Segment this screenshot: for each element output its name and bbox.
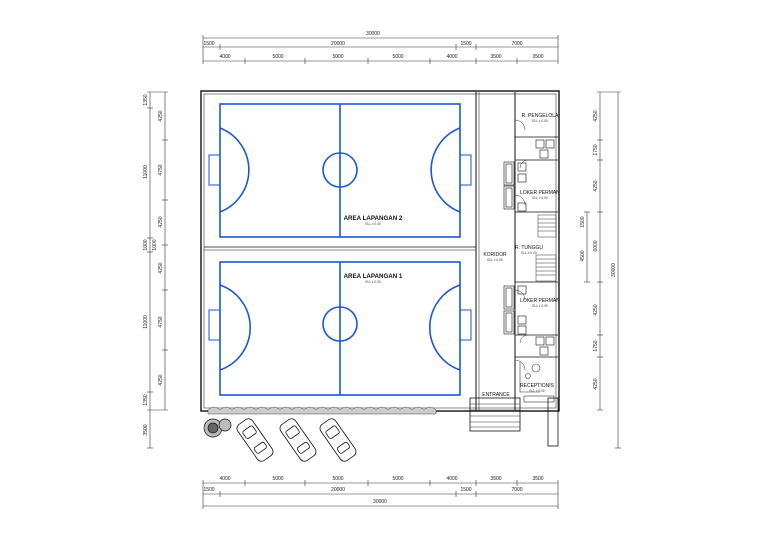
dim-left-outer-e: 1350 [143,394,149,405]
dim-left-outer-b: 11000 [143,165,149,179]
dim-right-inner-g: 4250 [593,378,599,389]
koridor-elevation: ELL ± 0.00 [487,258,503,262]
dim-top-row1-b: 20000 [331,41,345,47]
dim-top-total: 30000 [366,31,380,37]
dim-bottom-row1-a: 4000 [219,476,230,482]
car-1-icon [236,418,274,462]
dim-left-outer-c: 1000 [143,239,149,250]
room-loker-bottom-label: LOKER PERMAN [520,298,560,304]
dim-bottom-row1-b: 5000 [272,476,283,482]
dim-top-row2-f: 3500 [490,54,501,60]
room-receptionis-elevation: ELL ± 0.00 [529,389,545,393]
dim-top-row2-b: 5000 [272,54,283,60]
dim-bottom-row2-b: 20000 [331,487,345,493]
dim-bottom-total: 30000 [373,499,387,505]
court-1-elevation: ELL ± 0.00 [365,280,381,284]
dim-bottom-row1-c: 5000 [332,476,343,482]
dim-bottom-row1-g: 3500 [532,476,543,482]
room-loker-top-elevation: ELL ± 0.00 [532,196,548,200]
dim-left-inner-f: 4250 [158,374,164,385]
court-2-label: AREA LAPANGAN 2 [344,215,403,222]
room-loker-bottom-elevation: ELL ± 0.00 [532,304,548,308]
reception-desk [519,362,555,403]
dim-top-row2-a: 4000 [219,54,230,60]
room-loker-top-label: LOKER PERMAN [520,190,560,196]
dim-right-inner-c: 4250 [593,180,599,191]
door-swings [514,119,529,371]
court-1-label: AREA LAPANGAN 1 [344,273,403,280]
dim-bottom-row2-c: 1500 [460,487,471,493]
room-tunggu-elevation: ELL ± 0.00 [521,251,537,255]
court-2-elevation: ELL ± 0.00 [365,222,381,226]
dim-top-row2-e: 4000 [446,54,457,60]
dim-left-outer-d: 11000 [143,315,149,329]
dim-bottom-row2-a: 1500 [203,487,214,493]
room-tunggu-label: R. TUNGGU [515,245,543,251]
dim-left-outer-f: 3500 [143,424,149,435]
dim-right-inner-a: 4250 [593,110,599,121]
left-dimension-lines [147,91,168,449]
room-pengelola-elevation: ELL ± 0.00 [532,119,548,123]
car-2-icon [279,418,317,462]
dim-bottom-row1-d: 5000 [392,476,403,482]
dim-top-row2-c: 5000 [332,54,343,60]
staircase [470,214,557,428]
room-receptionis-label: RECEPTIONIS [520,383,555,389]
dim-left-inner-c: 4250 [158,216,164,227]
dim-top-row1-c: 1500 [460,41,471,47]
dim-bottom-row1-f: 3500 [490,476,501,482]
locker-blocks [503,139,555,356]
futsal-court-1 [208,261,472,396]
right-dimension-lines [584,91,621,449]
car-3-icon [319,418,357,462]
dim-top-row2-g: 3500 [532,54,543,60]
dim-bottom-row1-e: 4000 [446,476,457,482]
koridor-label: KORIDOR [483,252,507,258]
dim-left-inner-e: 4750 [158,316,164,327]
dim-right-total: 30000 [611,263,617,277]
dim-bottom-row2-d: 7000 [511,487,522,493]
tree-icon [203,418,232,438]
hedge-row [207,406,437,415]
dim-right-inner-d: 1500 [580,216,586,227]
top-dimension-lines [202,35,559,64]
dim-left-mid: 1000 [152,239,158,250]
entrance-label: ENTRANCE [482,392,510,398]
dim-right-inner-b: 1750 [593,144,599,155]
dim-top-row1-a: 1500 [203,41,214,47]
dim-left-inner-a: 4250 [158,110,164,121]
dim-left-inner-d: 4250 [158,262,164,273]
dim-top-row1-d: 7000 [511,41,522,47]
dim-right-inner-f: 1750 [593,340,599,351]
dim-left-inner-b: 4750 [158,164,164,175]
dim-right-inner-e: 4250 [593,304,599,315]
bottom-dimension-lines [202,480,559,509]
room-pengelola-label: R. PENGELOLA [522,113,559,119]
dim-top-row2-d: 5000 [392,54,403,60]
dim-left-outer-a: 1350 [143,94,149,105]
dim-right-outer-a: 4500 [580,250,586,261]
dim-right-outer-b: 6000 [593,240,599,251]
futsal-court-2 [208,103,472,238]
